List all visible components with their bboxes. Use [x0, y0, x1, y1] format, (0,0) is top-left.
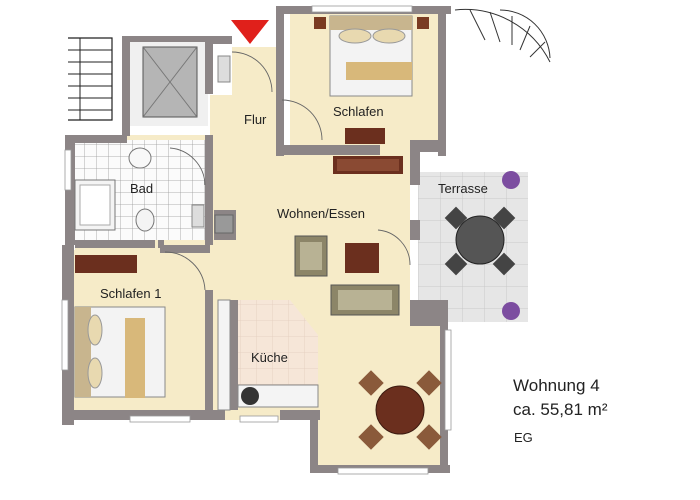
- bed-top: [314, 15, 429, 144]
- living-furniture: [294, 156, 403, 316]
- bed-bedroom-1: [74, 255, 166, 398]
- entrance-marker-icon: [231, 20, 269, 44]
- shower-icon: [142, 46, 231, 118]
- room-label-schlafen: Schlafen: [333, 104, 384, 119]
- terrace-table: [444, 171, 520, 320]
- room-label-kueche: Küche: [251, 350, 288, 365]
- room-label-bad: Bad: [130, 181, 154, 196]
- apartment-floor: EG: [514, 430, 533, 445]
- spiral-stair: [454, 8, 551, 63]
- staircase: [68, 37, 113, 121]
- apartment-area: ca. 55,81 m²: [513, 400, 608, 419]
- apartment-name: Wohnung 4: [513, 376, 600, 395]
- bathroom-fixtures: [74, 147, 234, 234]
- room-label-terrasse: Terrasse: [438, 181, 488, 196]
- room-label-flur: Flur: [244, 112, 267, 127]
- windows: [61, 5, 452, 475]
- dining-table: [358, 370, 442, 450]
- room-label-schlafen-1: Schlafen 1: [100, 286, 162, 301]
- room-label-wohnen-essen: Wohnen/Essen: [277, 206, 365, 221]
- kitchen-counter: [217, 299, 319, 411]
- doors: [164, 51, 411, 291]
